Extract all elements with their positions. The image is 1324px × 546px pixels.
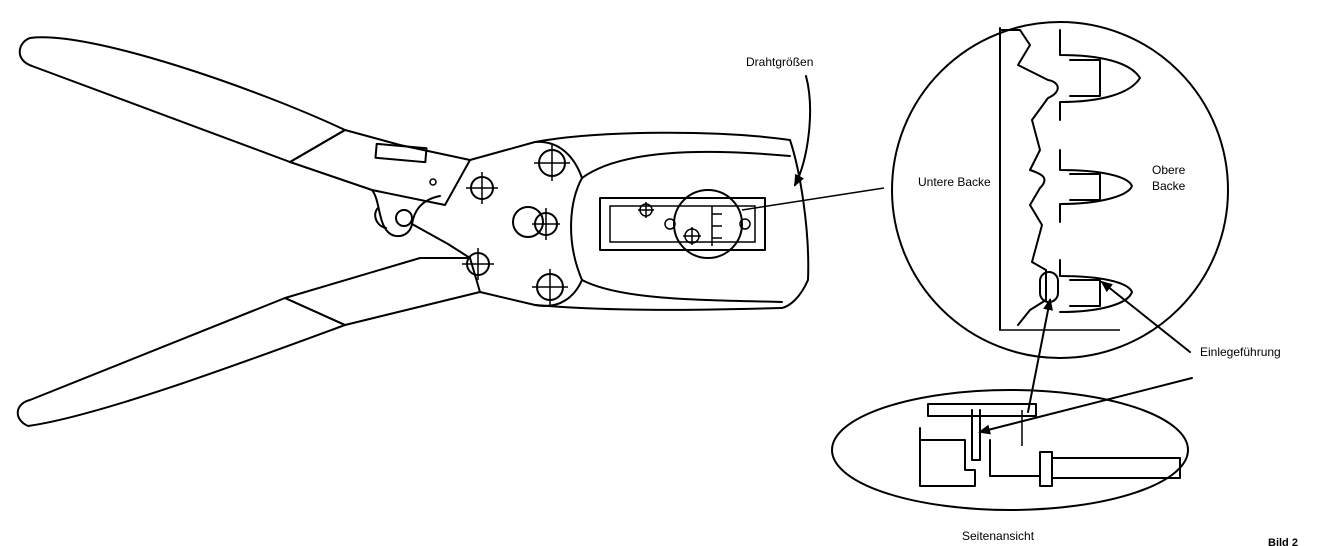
side-view — [831, 389, 1189, 511]
label-upper-jaw-2: Backe — [1152, 179, 1186, 193]
label-wire-sizes: Drahtgrößen — [746, 55, 813, 69]
pivot-left-top — [466, 172, 498, 204]
label-insertion-guide: Einlegeführung — [1200, 345, 1281, 359]
guide-arrow-up — [1027, 298, 1053, 413]
upper-handle — [18, 36, 471, 206]
tool-head — [462, 131, 810, 311]
lower-handle — [16, 257, 481, 427]
pivot-left-bottom — [462, 248, 494, 280]
magnify-connector — [741, 187, 885, 211]
pivot-bottom — [532, 269, 568, 305]
label-lower-jaw: Untere Backe — [918, 175, 991, 189]
guide-arrow-right — [1100, 280, 1191, 353]
ratchet-mechanism — [371, 178, 471, 259]
label-upper-jaw-1: Obere — [1152, 163, 1186, 177]
wire-sizes-arrow — [794, 75, 811, 187]
magnified-jaw-view — [891, 21, 1229, 359]
label-figure: Bild 2 — [1268, 537, 1298, 546]
pivot-top — [534, 145, 570, 181]
handle-slot — [374, 142, 428, 164]
guide-arrow-side — [978, 377, 1193, 435]
jaw-insert — [599, 189, 766, 259]
main-pivot — [512, 206, 560, 240]
arrows — [794, 75, 1193, 435]
label-side-view: Seitenansicht — [962, 529, 1035, 543]
